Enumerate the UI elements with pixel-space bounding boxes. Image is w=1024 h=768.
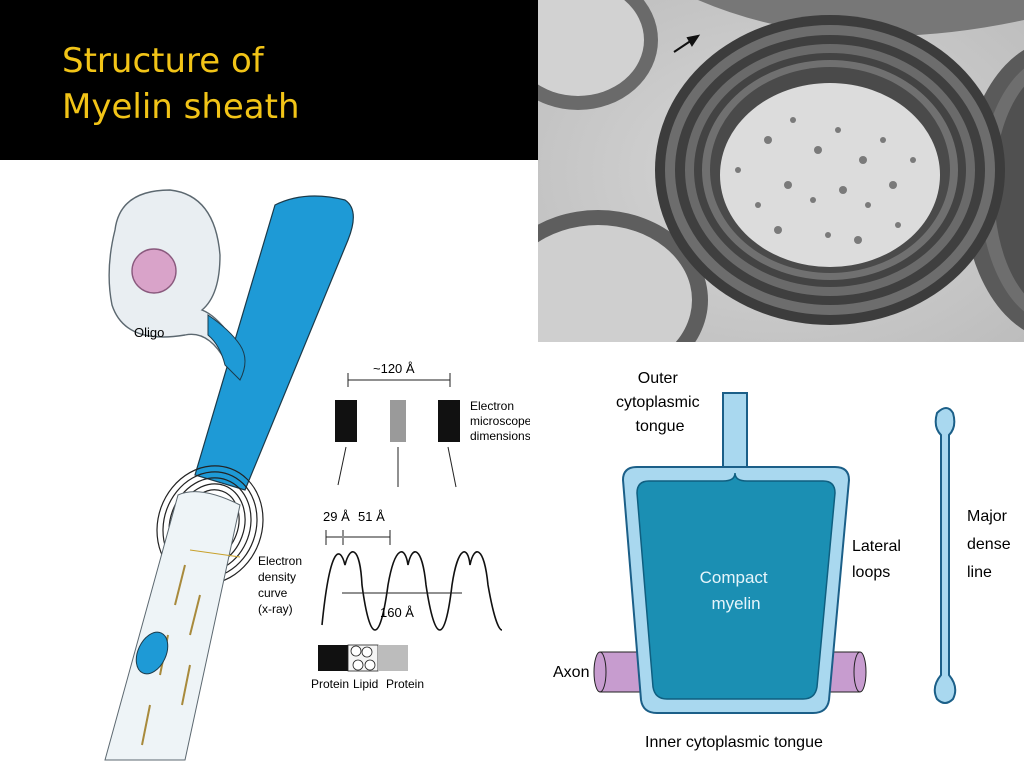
mitochondrion xyxy=(135,631,169,675)
density-curve xyxy=(321,551,503,631)
dim-120-label: ~120 Å xyxy=(373,361,415,376)
em-block-dense-2 xyxy=(438,400,460,442)
legend-lipid: Lipid xyxy=(353,677,378,691)
electron-micrograph xyxy=(538,0,1024,342)
density-curve-label: Electron density curve (x-ray) xyxy=(258,554,305,616)
em-block-dense-1 xyxy=(335,400,357,442)
title-box: Structure of Myelin sheath xyxy=(0,0,538,160)
oligo-label: Oligo xyxy=(134,325,164,340)
oligo-nucleus xyxy=(131,248,177,294)
micrograph-arrow xyxy=(673,34,701,53)
axon-end-right xyxy=(853,651,867,693)
dim-160-label: 160 Å xyxy=(380,605,414,620)
lateral-loops-label: Lateral loops xyxy=(852,538,905,581)
legend-lipid-shapes xyxy=(350,645,376,671)
myelin-unrolled-diagram: Outer cytoplasmic tongue Axon Compact my… xyxy=(553,370,1015,751)
legend-protein-left: Protein xyxy=(311,677,349,691)
oligodendrocyte-diagram: Oligo ~120 Å Electron microscope dimensi… xyxy=(104,189,530,761)
inner-tongue-label: Inner cytoplasmic tongue xyxy=(645,734,823,751)
major-dense-line-label: Major dense line xyxy=(967,508,1015,581)
myelin-sheath xyxy=(194,195,354,491)
dim-29-label: 29 Å xyxy=(323,509,350,524)
neighbor-fiber-topleft xyxy=(538,0,658,110)
legend-protein-right-block xyxy=(378,645,408,671)
compact-myelin xyxy=(636,472,836,700)
neighbor-fiber-bottomleft xyxy=(538,210,708,342)
main-fiber xyxy=(655,15,1005,325)
axon-end-left xyxy=(593,651,607,693)
oligo-process xyxy=(207,314,246,381)
em-block-intraperiod xyxy=(390,400,406,442)
dim-29-51-lines xyxy=(325,530,391,545)
legend-protein-right: Protein xyxy=(386,677,424,691)
outer-tongue-stem xyxy=(722,392,748,474)
density-pointer xyxy=(189,549,241,558)
slide-title: Structure of Myelin sheath xyxy=(62,38,522,130)
major-dense-line-shape xyxy=(933,407,957,704)
legend-protein-left-block xyxy=(318,645,348,671)
microtubules xyxy=(735,117,916,244)
axon-body xyxy=(104,491,241,761)
slide-title-line-1: Structure of xyxy=(62,41,264,81)
em-dimensions-label: Electron microscope dimensions xyxy=(470,399,530,443)
slide-title-line-2: Myelin sheath xyxy=(62,87,300,127)
outer-tongue-label: Outer cytoplasmic tongue xyxy=(616,370,704,435)
compact-myelin-label: Compact myelin xyxy=(700,568,773,613)
dim-51-label: 51 Å xyxy=(358,509,385,524)
axon-label: Axon xyxy=(553,664,589,681)
em-arrows xyxy=(337,446,457,488)
